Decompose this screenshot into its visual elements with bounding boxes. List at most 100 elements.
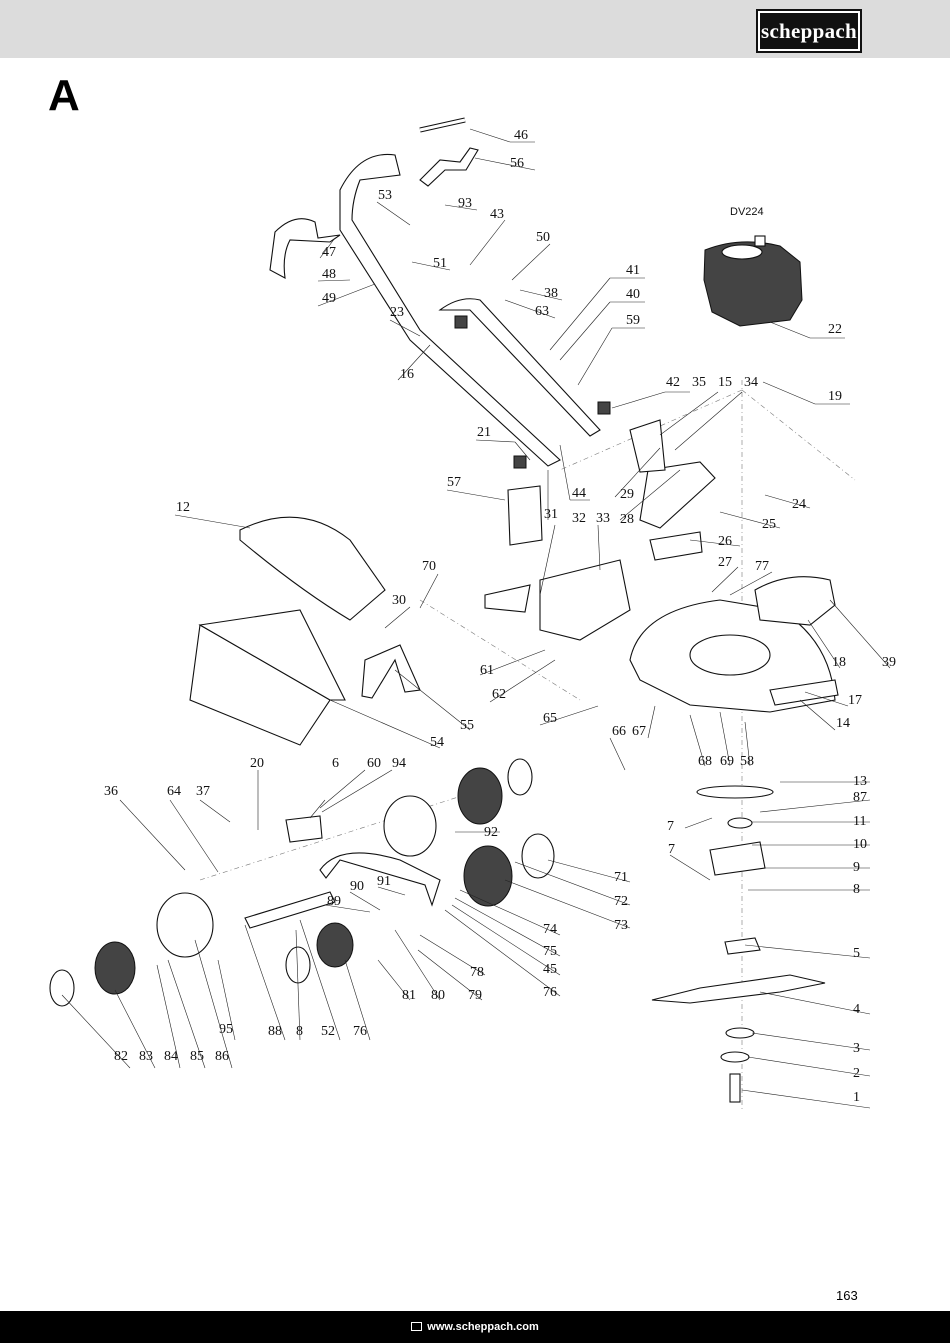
part-callout: 64 <box>167 784 219 873</box>
part-callout: 82 <box>61 994 131 1069</box>
svg-text:34: 34 <box>744 375 758 390</box>
svg-text:87: 87 <box>853 790 867 805</box>
part-callout: 76 <box>444 909 561 1000</box>
part-callout: 8 <box>295 929 303 1041</box>
part-callout: 27 <box>711 555 739 593</box>
part-callout: 12 <box>174 500 251 529</box>
svg-text:77: 77 <box>755 559 769 574</box>
svg-text:12: 12 <box>176 500 190 515</box>
part-callout: 41 <box>549 263 645 351</box>
svg-text:48: 48 <box>322 267 336 282</box>
part-callout: 38 <box>519 286 563 301</box>
part-callout: 70 <box>419 559 439 609</box>
part-callout: 51 <box>411 256 451 271</box>
svg-text:22: 22 <box>828 322 842 337</box>
part-callout: 74 <box>459 889 561 937</box>
part-callout: 42 <box>611 375 690 409</box>
svg-text:90: 90 <box>350 879 364 894</box>
svg-text:5: 5 <box>853 946 860 961</box>
svg-text:39: 39 <box>882 655 896 670</box>
svg-text:37: 37 <box>196 784 210 799</box>
svg-text:7: 7 <box>668 842 675 857</box>
part-callout: 66 <box>609 724 626 771</box>
part-callout: 5 <box>744 944 871 961</box>
part-callout: 4 <box>759 991 871 1017</box>
svg-text:44: 44 <box>572 486 586 501</box>
svg-text:36: 36 <box>104 784 118 799</box>
part-callout: 56 <box>474 156 536 171</box>
section-letter: A <box>48 71 80 120</box>
part-callout: 47 <box>319 237 336 260</box>
svg-text:19: 19 <box>828 389 842 404</box>
svg-text:32: 32 <box>572 511 586 526</box>
part-callout: 36 <box>104 784 186 871</box>
part-callout: 48 <box>317 267 351 282</box>
svg-text:13: 13 <box>853 774 867 789</box>
svg-text:78: 78 <box>470 965 484 980</box>
svg-text:58: 58 <box>740 754 754 769</box>
part-callout: 55 <box>394 669 474 733</box>
part-callout: 7 <box>667 817 713 834</box>
engine-model-label: DV224 <box>730 206 764 218</box>
part-callout: 88 <box>244 924 286 1041</box>
part-callout: 84 <box>156 964 181 1069</box>
svg-text:65: 65 <box>543 711 557 726</box>
svg-text:20: 20 <box>250 756 264 771</box>
svg-text:25: 25 <box>762 517 776 532</box>
part-callout: 87 <box>759 790 871 813</box>
svg-text:75: 75 <box>543 944 557 959</box>
part-callout: 25 <box>719 511 781 532</box>
part-callout: 78 <box>419 934 486 980</box>
svg-text:66: 66 <box>612 724 626 739</box>
svg-text:29: 29 <box>620 487 634 502</box>
svg-text:60: 60 <box>367 756 381 771</box>
part-callout: 23 <box>389 305 421 337</box>
svg-text:27: 27 <box>718 555 732 570</box>
page-number: 163 <box>836 1288 858 1303</box>
svg-text:94: 94 <box>392 756 406 771</box>
part-callout: 1 <box>741 1089 871 1109</box>
svg-text:18: 18 <box>832 655 846 670</box>
part-callout: 59 <box>577 313 645 386</box>
part-callout: 9 <box>765 860 870 875</box>
svg-text:8: 8 <box>853 882 860 897</box>
part-callout: 32 <box>539 511 586 596</box>
svg-text:49: 49 <box>322 291 336 306</box>
part-callout: 7 <box>668 842 711 881</box>
part-callout: 46 <box>469 128 535 143</box>
svg-text:6: 6 <box>332 756 339 771</box>
svg-text:2: 2 <box>853 1066 860 1081</box>
part-callout: 73 <box>504 879 631 933</box>
footer-bar: www.scheppach.com <box>0 1311 950 1343</box>
svg-text:8: 8 <box>296 1024 303 1039</box>
svg-text:31: 31 <box>544 507 558 522</box>
blade-assembly <box>651 785 826 1103</box>
svg-text:56: 56 <box>510 156 524 171</box>
part-callout: 72 <box>514 861 631 909</box>
part-callout: 31 <box>544 470 558 522</box>
svg-text:55: 55 <box>460 718 474 733</box>
svg-text:76: 76 <box>353 1024 367 1039</box>
footer-website[interactable]: www.scheppach.com <box>427 1321 539 1333</box>
svg-text:10: 10 <box>853 837 867 852</box>
svg-text:59: 59 <box>626 313 640 328</box>
svg-text:62: 62 <box>492 687 506 702</box>
svg-text:42: 42 <box>666 375 680 390</box>
part-callout: 11 <box>752 814 870 829</box>
svg-text:53: 53 <box>378 188 392 203</box>
svg-text:4: 4 <box>853 1002 860 1017</box>
svg-text:80: 80 <box>431 988 445 1003</box>
svg-text:45: 45 <box>543 962 557 977</box>
part-callout: 13 <box>780 774 870 789</box>
svg-text:DV224: DV224 <box>730 206 764 218</box>
part-callout: 45 <box>451 904 561 977</box>
svg-text:50: 50 <box>536 230 550 245</box>
part-callout: 69 <box>719 711 734 769</box>
svg-text:76: 76 <box>543 985 557 1000</box>
svg-text:83: 83 <box>139 1049 153 1064</box>
part-callout: 17 <box>804 691 862 708</box>
brand-logo: scheppach <box>756 9 862 53</box>
part-callout: 65 <box>539 705 599 726</box>
svg-text:16: 16 <box>400 367 414 382</box>
